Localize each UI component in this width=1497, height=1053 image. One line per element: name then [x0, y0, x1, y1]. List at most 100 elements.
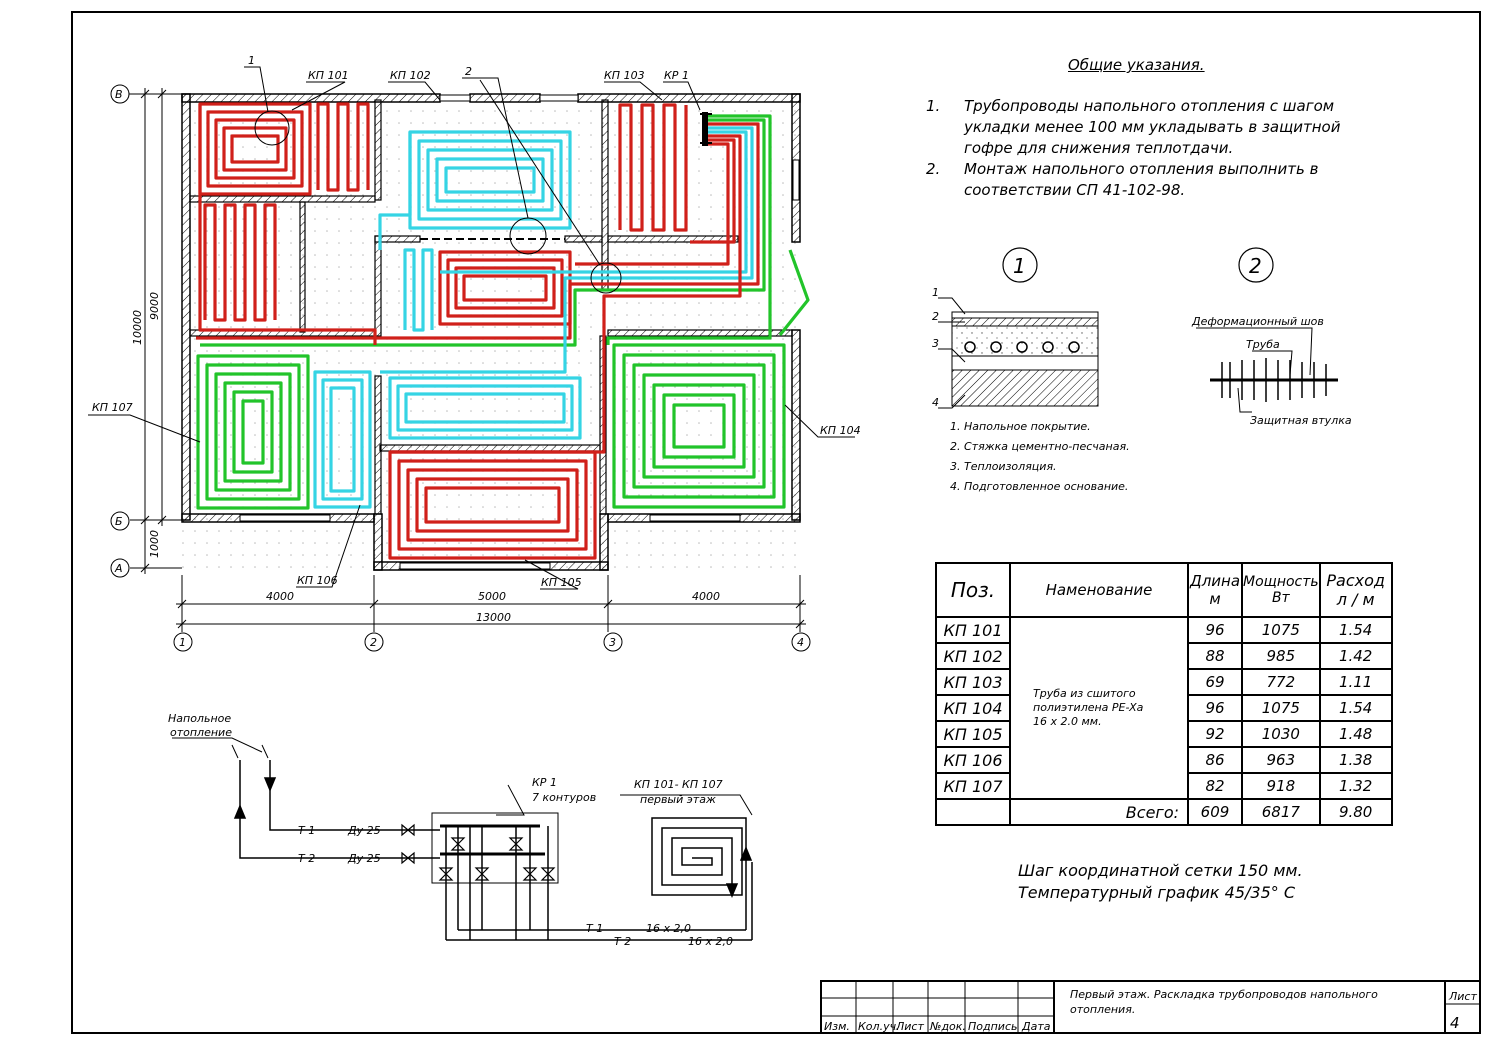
svg-text:16 х 2,0: 16 х 2,0: [646, 922, 691, 935]
stamp-grid: [822, 980, 1481, 1034]
dim-4000-right: 4000: [692, 590, 720, 603]
loop-kp102: [408, 130, 572, 230]
cell-flow: 1.42: [1318, 642, 1393, 670]
cell-pos: КП 104: [935, 694, 1011, 722]
svg-text:1: 1: [1013, 254, 1026, 278]
loop-kp103: [618, 103, 688, 232]
collector-kr1: [702, 112, 708, 146]
svg-text:первый этаж: первый этаж: [640, 793, 716, 806]
supply-cyan-1: [380, 126, 754, 374]
label-kp103: КП 103: [604, 69, 645, 82]
callout-label-2: 2: [465, 65, 472, 78]
cell-pos: КП 101: [935, 616, 1011, 644]
label-kp102: КП 102: [390, 69, 431, 82]
dim-13000: 13000: [476, 611, 511, 624]
svg-text:Напольное: Напольное: [168, 712, 231, 725]
svg-text:4: 4: [797, 636, 804, 649]
svg-text:2: 2: [370, 636, 377, 649]
valves: [401, 823, 556, 881]
cell-power: 772: [1241, 668, 1321, 696]
callout-circle-1: [254, 110, 290, 146]
title-block: [820, 980, 1481, 1034]
axis-bubbles: В Б А 1 2 3 4: [110, 84, 811, 652]
svg-text:Ду 25: Ду 25: [347, 824, 381, 837]
cell-pos: КП 105: [935, 720, 1011, 748]
svg-text:1: 1: [932, 286, 939, 299]
svg-text:7 контуров: 7 контуров: [532, 791, 596, 804]
svg-text:Т 2: Т 2: [614, 935, 631, 948]
svg-text:2: 2: [1249, 254, 1262, 278]
cell-flow: 1.11: [1318, 668, 1393, 696]
svg-text:16 х 2,0: 16 х 2,0: [688, 935, 733, 948]
cell-pos: КП 106: [935, 746, 1011, 774]
legend-4: 4. Подготовленное основание.: [950, 480, 1128, 493]
loop-kp101-tail: [316, 102, 370, 192]
cell-pos: КП 107: [935, 772, 1011, 800]
supply-red-4: [575, 142, 730, 266]
dimension-lines: [130, 88, 806, 632]
footnote: Шаг координатной сетки 150 мм. Температу…: [1018, 861, 1303, 902]
loop-kp107: [196, 354, 310, 510]
cell-power: 1075: [1241, 616, 1321, 644]
supply-cyan-2: [440, 130, 748, 274]
svg-text:отопление: отопление: [170, 726, 232, 739]
svg-text:Т 1: Т 1: [586, 922, 603, 935]
legend-2: 2. Стяжка цементно-песчаная.: [950, 440, 1130, 453]
cell-power: 918: [1241, 772, 1321, 800]
cell-flow: 1.32: [1318, 772, 1393, 800]
stamp-title-1: Первый этаж. Раскладка трубопроводов нап…: [1070, 988, 1378, 1001]
heating-loops: [196, 102, 810, 560]
drawing-frame: [71, 11, 1481, 1034]
svg-text:Б: Б: [115, 515, 123, 528]
th-name: Наменование: [1009, 562, 1189, 618]
loop-kp102-side: [403, 248, 434, 332]
cell-flow: 1.54: [1318, 694, 1393, 722]
loop-kp106: [313, 370, 372, 509]
callout-circle-2b: [590, 262, 622, 294]
label-kp106: КП 106: [297, 574, 338, 587]
supply-green-loop: [778, 249, 810, 336]
svg-text:Дата: Дата: [1021, 1020, 1051, 1033]
label-kr1: КР 1: [664, 69, 689, 82]
svg-text:2: 2: [932, 310, 939, 323]
svg-text:А: А: [114, 562, 123, 575]
cell-flow: 1.38: [1318, 746, 1393, 774]
cell-len: 92: [1187, 720, 1243, 748]
detail-1: 1 1 2 3 4 1. Напольное покрытие. 2. Стяж…: [932, 247, 1130, 493]
svg-text:Т 1: Т 1: [298, 824, 315, 837]
pipe-label: Труба: [1246, 338, 1280, 351]
supply-red-2: [390, 134, 742, 454]
label-kp101: КП 101: [308, 69, 349, 82]
cell-len: 69: [1187, 668, 1243, 696]
total-len: 609: [1187, 798, 1243, 826]
svg-text:4: 4: [932, 396, 939, 409]
cell-len: 96: [1187, 694, 1243, 722]
dim-4000-left: 4000: [266, 590, 294, 603]
total-label: Всего:: [1009, 798, 1189, 826]
legend-1: 1. Напольное покрытие.: [950, 420, 1091, 433]
supply-red-1: [196, 122, 760, 340]
detail-2: 2 Деформационный шов Труба Защитная втул…: [1191, 247, 1352, 427]
supply-red-3: [690, 138, 736, 244]
cell-len: 86: [1187, 746, 1243, 774]
cell-pos: КП 102: [935, 642, 1011, 670]
windows: [239, 94, 800, 570]
loop-cyan-middle: [388, 376, 582, 440]
cell-len: 88: [1187, 642, 1243, 670]
dim-5000: 5000: [478, 590, 506, 603]
supply-green-2: [200, 118, 766, 347]
cell-flow: 1.48: [1318, 720, 1393, 748]
th-pos: Поз.: [935, 562, 1011, 618]
svg-text:1: 1: [179, 636, 186, 649]
supply-red-kp101: [198, 104, 377, 345]
svg-text:Лист: Лист: [895, 1020, 924, 1033]
